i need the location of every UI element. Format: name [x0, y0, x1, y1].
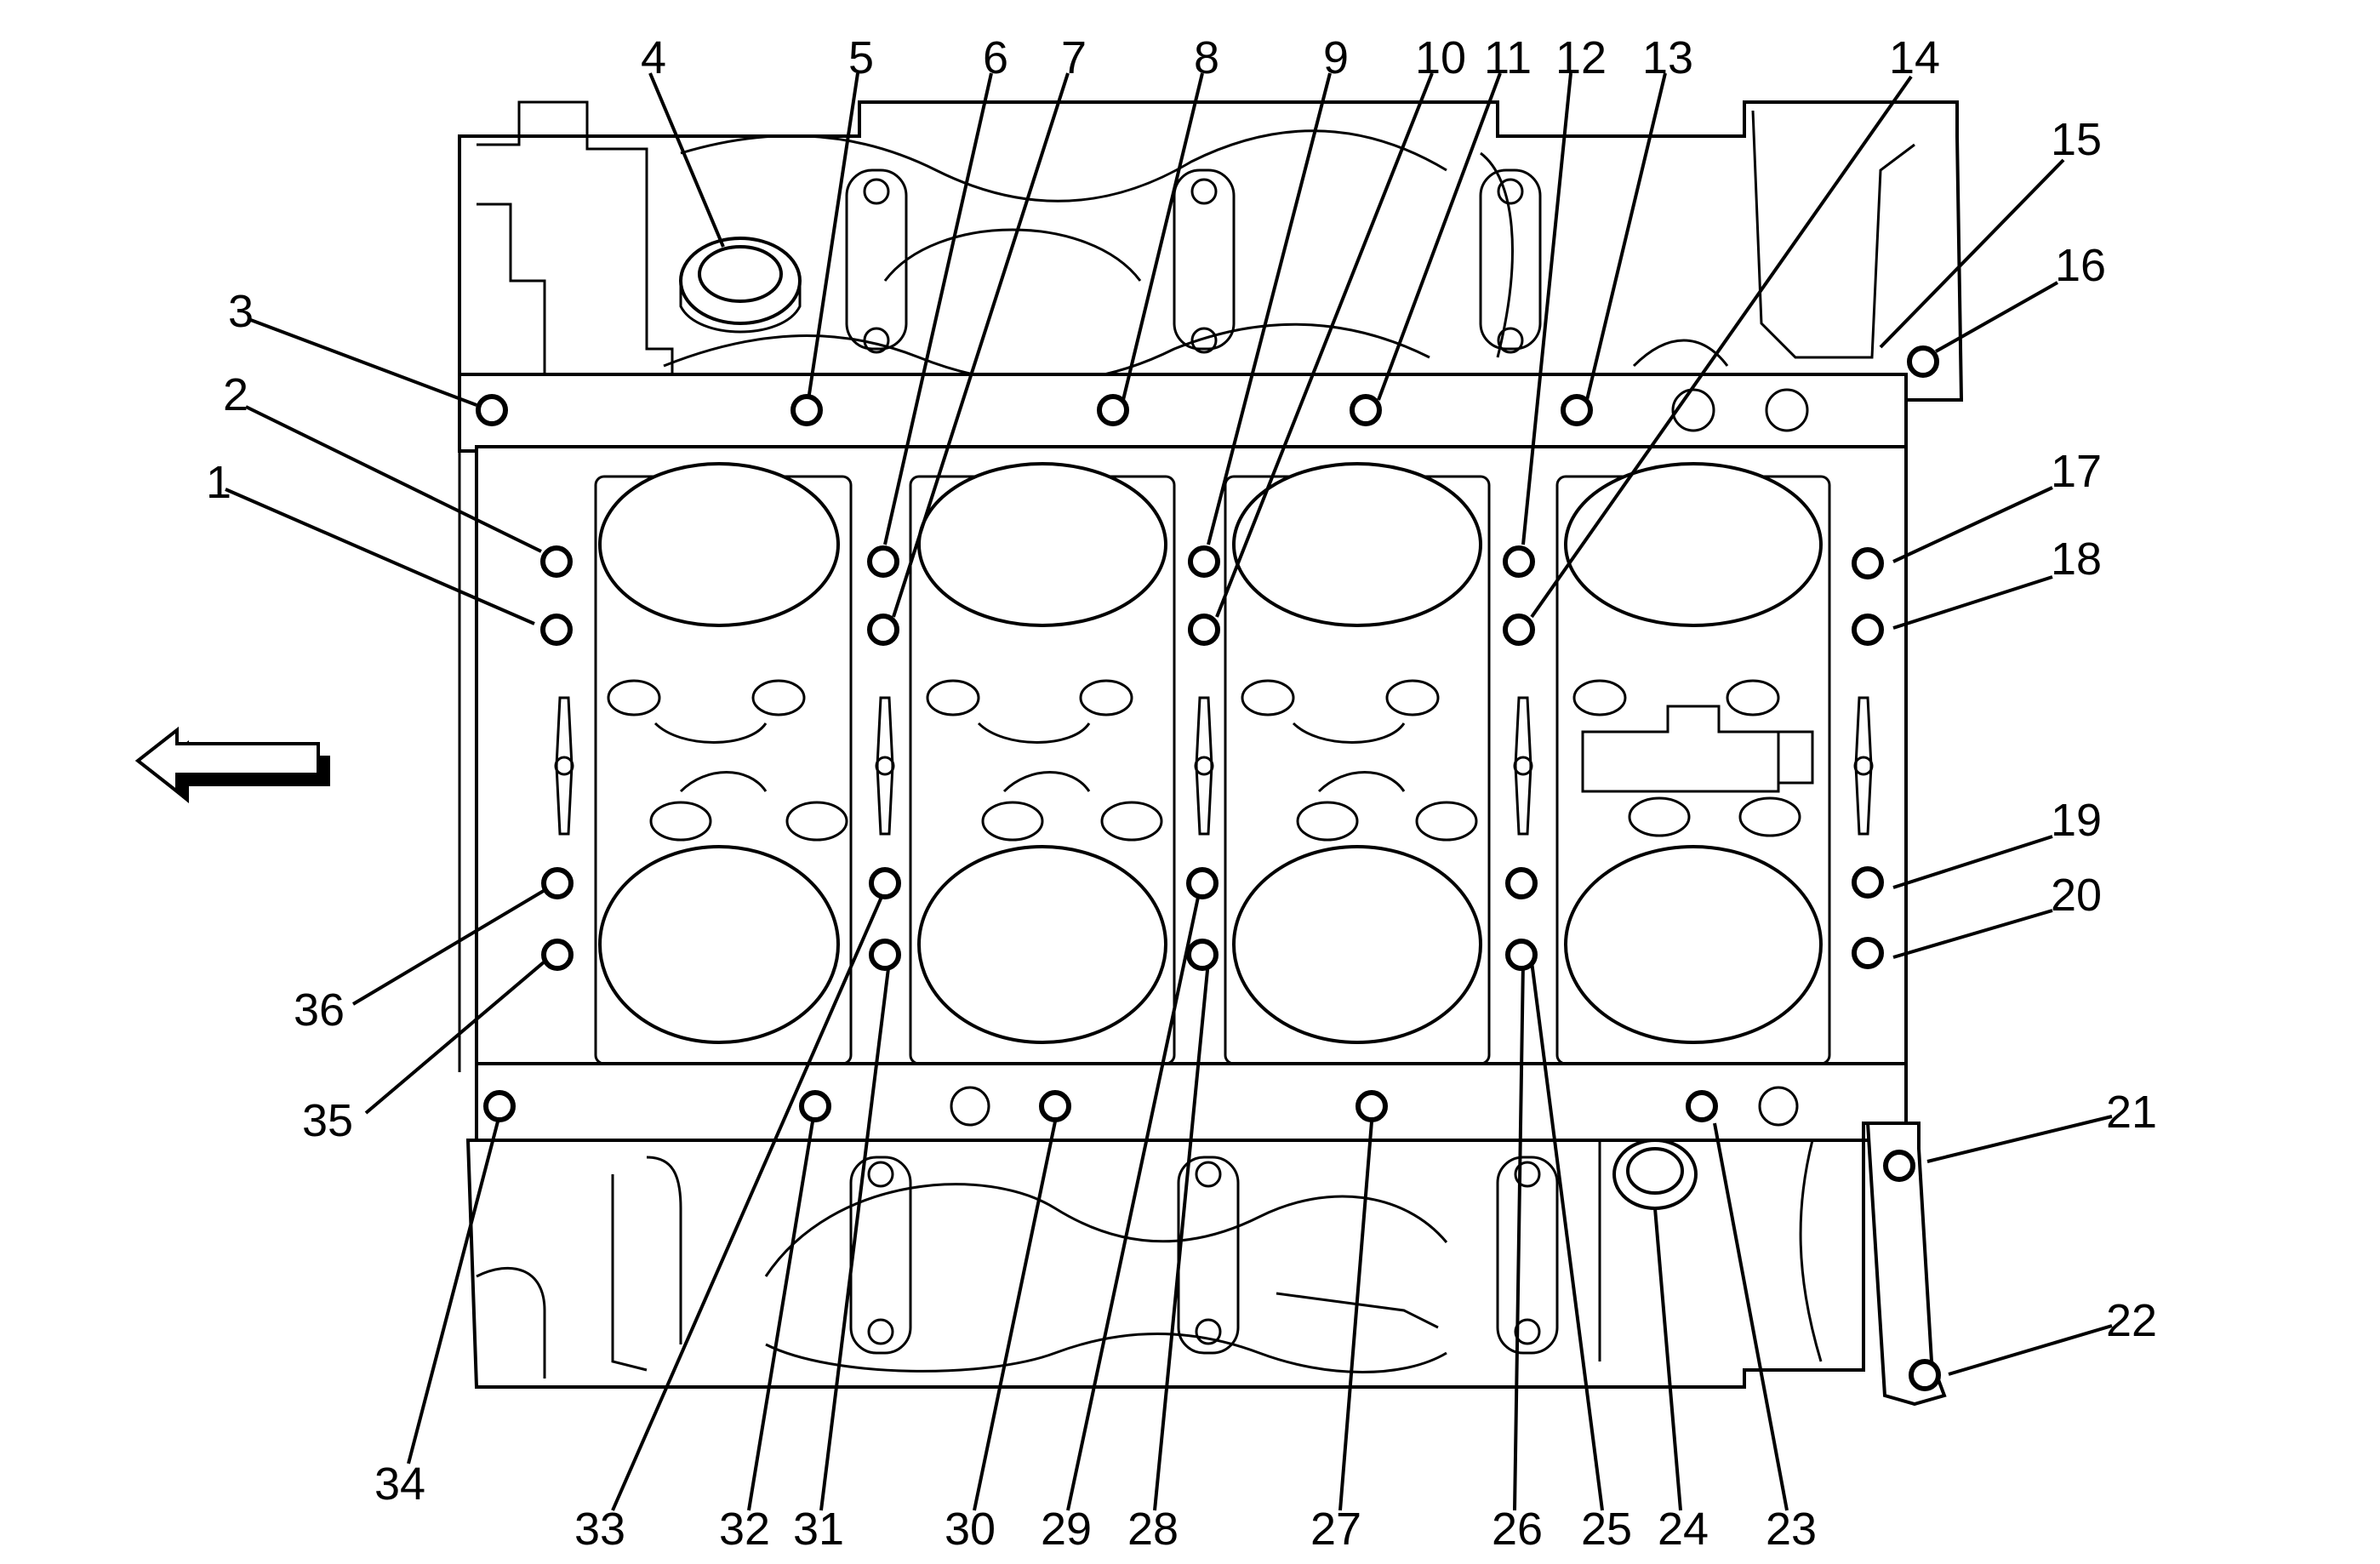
bolt-25: [1505, 867, 1538, 899]
bolt-27: [1356, 1090, 1388, 1122]
callout-15: 15: [2051, 114, 2102, 165]
bolt-holes: [476, 345, 1941, 1391]
bolt-33: [869, 867, 901, 899]
bolt-34: [483, 1090, 516, 1122]
callout-3: 3: [228, 286, 254, 337]
callout-labels: 1 2 3 4 5 6 7 8 9 10 11 12 13 14 15 16 1…: [206, 32, 2157, 1555]
callout-22: 22: [2106, 1295, 2157, 1346]
callout-10: 10: [1415, 32, 1466, 83]
bolt-35: [541, 939, 574, 971]
callout-35: 35: [302, 1095, 353, 1146]
bolt-7: [867, 614, 899, 646]
bolt-30: [1039, 1090, 1071, 1122]
bolt-5: [790, 394, 823, 426]
engine-block-drawing: [458, 100, 1964, 1407]
bolt-12: [1503, 545, 1535, 578]
bolt-21: [1883, 1150, 1915, 1182]
callout-25: 25: [1581, 1504, 1632, 1555]
callout-26: 26: [1492, 1504, 1543, 1555]
callout-21: 21: [2106, 1087, 2157, 1138]
callout-29: 29: [1041, 1504, 1092, 1555]
bolt-22: [1909, 1359, 1941, 1391]
callout-30: 30: [945, 1504, 996, 1555]
callout-27: 27: [1310, 1504, 1361, 1555]
left-arrow-icon: [134, 726, 330, 803]
callout-14: 14: [1889, 32, 1940, 83]
callout-24: 24: [1658, 1504, 1709, 1555]
bolt-26: [1505, 939, 1538, 971]
callout-17: 17: [2051, 446, 2102, 497]
callout-28: 28: [1127, 1504, 1179, 1555]
callout-19: 19: [2051, 795, 2102, 846]
callout-16: 16: [2055, 240, 2106, 291]
callout-20: 20: [2051, 870, 2102, 921]
bolt-36: [541, 867, 574, 899]
bolt-16: [1907, 345, 1939, 378]
bolt-17: [1852, 547, 1884, 579]
bolt-31: [869, 939, 901, 971]
callout-7: 7: [1061, 32, 1087, 83]
bolt-23: [1686, 1090, 1718, 1122]
callout-36: 36: [294, 985, 345, 1036]
callout-31: 31: [793, 1504, 844, 1555]
callout-34: 34: [374, 1458, 425, 1510]
bolt-28: [1186, 939, 1219, 971]
bolt-9: [1188, 545, 1220, 578]
bolt-19: [1852, 866, 1884, 899]
bolt-11: [1350, 394, 1382, 426]
leader-lines: [225, 72, 2113, 1511]
bolt-20: [1852, 937, 1884, 969]
bolt-13: [1561, 394, 1593, 426]
bolt-6: [867, 545, 899, 578]
bolt-8: [1097, 394, 1129, 426]
bolt-1: [540, 614, 573, 646]
callout-4: 4: [641, 32, 666, 83]
callout-33: 33: [574, 1504, 625, 1555]
bolt-3: [476, 394, 508, 426]
bolt-2: [540, 545, 573, 578]
callout-12: 12: [1555, 32, 1607, 83]
callout-2: 2: [223, 369, 248, 420]
callout-11: 11: [1484, 32, 1532, 83]
bolt-14: [1503, 614, 1535, 646]
bolt-32: [799, 1090, 831, 1122]
bolt-10: [1188, 614, 1220, 646]
callout-32: 32: [719, 1504, 770, 1555]
callout-1: 1: [206, 457, 231, 508]
callout-6: 6: [983, 32, 1008, 83]
callout-23: 23: [1766, 1504, 1817, 1555]
bolt-18: [1852, 614, 1884, 646]
callout-18: 18: [2051, 534, 2102, 585]
bolt-29: [1186, 867, 1219, 899]
callout-5: 5: [848, 32, 874, 83]
callout-8: 8: [1194, 32, 1219, 83]
callout-13: 13: [1642, 32, 1693, 83]
callout-9: 9: [1323, 32, 1349, 83]
